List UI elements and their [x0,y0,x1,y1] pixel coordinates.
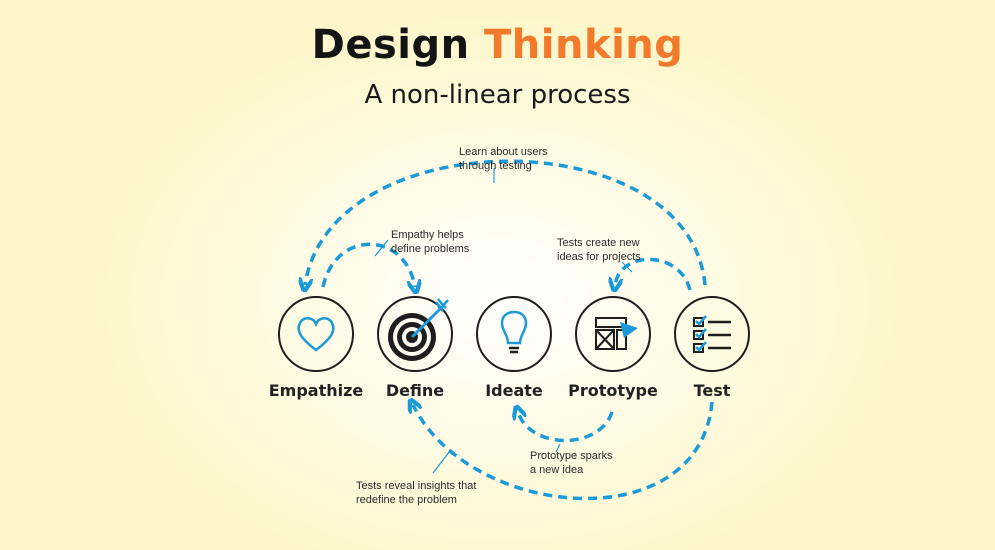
note-prototype-sparks: Prototype sparks a new idea [530,450,613,476]
page-title: Design Thinking [0,22,995,68]
note-learn-about-users: Learn about users through testing [459,146,548,172]
arrow-prototype-to-ideate [518,412,614,443]
note-empathy-helps: Empathy helps define problems [391,229,470,255]
checklist-icon [693,315,731,353]
stage-prototype: Prototype [568,381,658,400]
arrow-empathize-to-define [321,242,415,287]
title-part-design: Design [311,22,470,68]
stage-empathize: Empathize [268,381,364,400]
page-subtitle: A non-linear process [364,80,631,110]
note-tests-create: Tests create new ideas for projects [557,237,641,263]
title-part-thinking: Thinking [484,22,684,68]
note-tests-reveal: Tests reveal insights that redefine the … [356,480,477,506]
arrow-test-to-empathize [305,159,707,285]
wireframe-icon [595,317,638,350]
heart-icon [297,317,335,352]
arrow-test-to-prototype [615,257,692,290]
arrow-test-to-define [413,402,714,501]
target-icon [388,298,449,361]
lightbulb-icon [500,310,528,354]
stage-test: Test [693,381,731,400]
stage-define: Define [385,381,445,400]
stage-ideate: Ideate [485,381,543,400]
